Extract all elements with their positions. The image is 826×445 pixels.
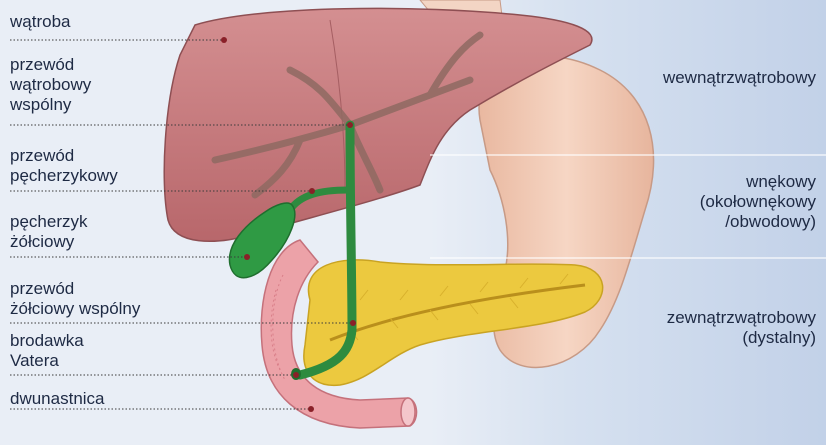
- label-ampulla-of-vater: brodawka Vatera: [10, 331, 84, 371]
- label-intrahepatic: wewnątrzwątrobowy: [663, 68, 816, 88]
- label-common-bile-duct: przewód żółciowy wspólny: [10, 279, 140, 319]
- label-liver: wątroba: [10, 12, 70, 32]
- label-common-hepatic-duct: przewód wątrobowy wspólny: [10, 55, 91, 115]
- label-distal: zewnątrzwątrobowy (dystalny): [667, 308, 816, 348]
- label-gallbladder: pęcherzyk żółciowy: [10, 212, 87, 252]
- label-duodenum: dwunastnica: [10, 389, 105, 409]
- label-perihilar: wnękowy (okołownękowy /obwodowy): [700, 172, 816, 232]
- label-cystic-duct: przewód pęcherzykowy: [10, 146, 118, 186]
